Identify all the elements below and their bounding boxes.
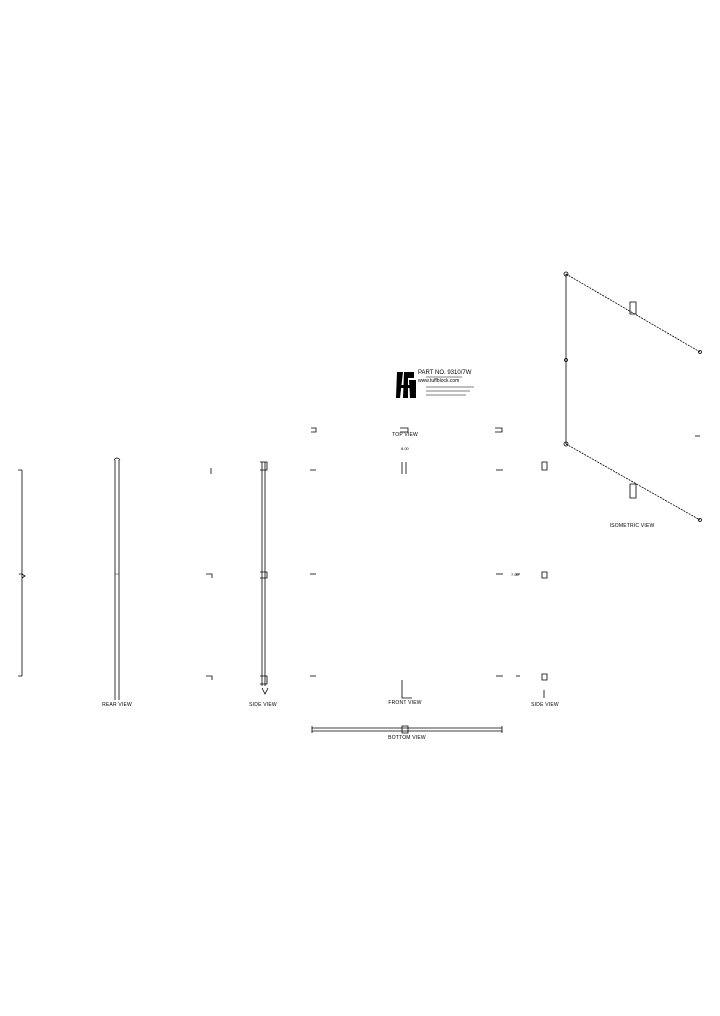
top-view-label: TOP VIEW	[392, 432, 418, 438]
front-view-column	[310, 427, 503, 699]
part-number: PART NO. 9310/7W	[418, 370, 472, 376]
dimension-mid: 7.50	[511, 572, 519, 577]
isometric-view-label: ISOMETRIC VIEW	[609, 523, 655, 529]
rear-profile	[18, 469, 26, 677]
rear-view-post	[113, 457, 121, 700]
side-view-left-post	[260, 461, 269, 695]
bottom-view-label: BOTTOM VIEW	[388, 735, 426, 741]
isometric-view	[563, 271, 702, 522]
logo-block: PART NO. 9310/7W www.tuffblock.com	[396, 370, 480, 400]
brand-logo	[396, 372, 416, 398]
dimension-top: 8.00	[401, 446, 409, 451]
mid-markers	[206, 468, 213, 680]
side-view-right-post	[516, 461, 548, 698]
bottom-view-bar	[311, 725, 503, 734]
side-view-right-label: SIDE VIEW	[531, 702, 559, 708]
side-view-left-label: SIDE VIEW	[249, 702, 277, 708]
website-url: www.tuffblock.com	[418, 378, 460, 384]
front-view-label: FRONT VIEW	[388, 700, 422, 706]
rear-view-label: REAR VIEW	[102, 702, 132, 708]
logo-fine-print	[426, 376, 474, 396]
